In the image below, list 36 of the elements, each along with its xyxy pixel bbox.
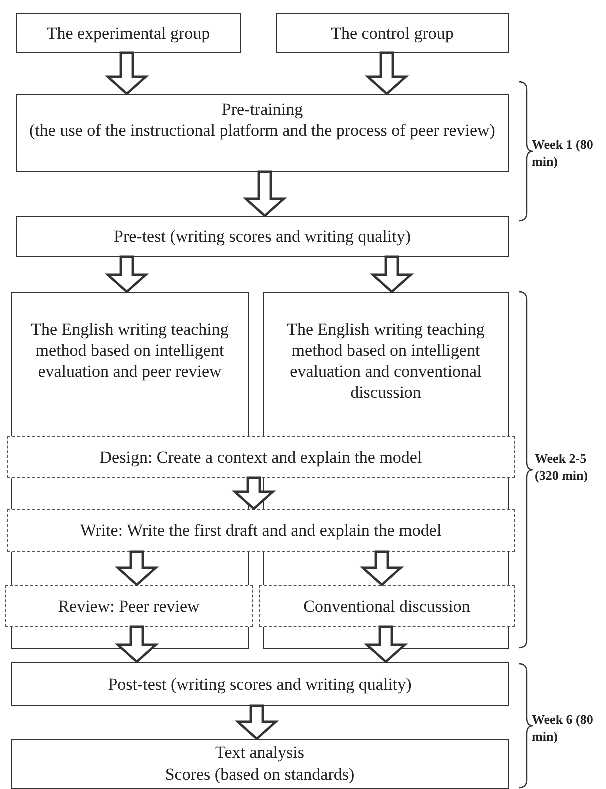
node-text: The control group [331,22,454,44]
process-box [276,13,509,53]
block-arrow [114,550,160,587]
node-text: The English writing teaching method based on intelligent evaluation and peer review [30,319,230,382]
node-text: Write: Write the first draft and and explain the model [80,520,442,541]
node-text: Conventional discussion [304,596,470,616]
block-arrow [234,704,280,741]
node-text: Pre-test (writing scores and writing quality) [114,226,411,247]
block-arrow [104,256,150,294]
block-arrow [104,52,150,96]
block-arrow [242,170,288,218]
node-text: Review: Peer review [58,596,200,616]
block-arrow [370,256,414,294]
block-arrow [114,626,160,664]
node-text: The experimental group [46,22,210,44]
block-arrow [364,626,408,664]
block-arrow [360,550,404,587]
duration-label: Week 1 (80 min) [532,136,594,170]
process-box [16,94,509,172]
duration-label: Week 2-5 (320 min) [535,450,590,484]
node-text: Scores (based on standards) [165,764,355,786]
node-text: Pre-training [222,99,304,120]
process-box [11,739,509,789]
duration-label: Week 6 (80 min) [532,711,594,745]
block-arrow [364,52,410,96]
node-text: Post-test (writing scores and writing quality) [108,674,412,694]
process-box [16,13,241,53]
block-arrow [232,476,276,511]
step-box [7,509,515,552]
process-box [11,662,509,706]
process-box [16,216,509,257]
node-text: (the use of the instructional platform and the process of peer review) [30,120,496,141]
node-text: The English writing teaching method based on intelligent evaluation and conventional discussion [286,319,486,403]
step-box [7,436,515,478]
node-text: Design: Create a context and explain the model [100,446,422,468]
node-text: Text analysis [216,742,304,764]
